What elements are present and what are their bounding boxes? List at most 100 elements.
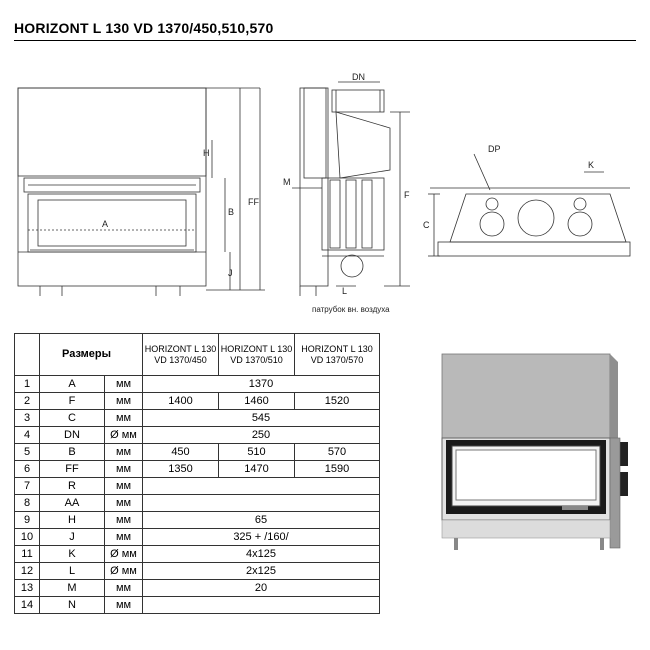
- unit-cell: мм: [104, 443, 143, 461]
- title-underline: [14, 40, 636, 41]
- header-col-510: HORIZONT L 130 VD 1370/510: [218, 333, 295, 376]
- technical-drawings: H B FF A J DN M F L патрубок вн. воздуха: [17, 72, 631, 314]
- row-number-cell: 6: [14, 460, 40, 478]
- header-num: [14, 333, 40, 376]
- unit-cell: мм: [104, 392, 143, 410]
- row-number-cell: 8: [14, 494, 40, 512]
- value-cell-merged: 4x125: [142, 545, 380, 563]
- dimension-symbol-cell: F: [39, 392, 105, 410]
- unit-cell: мм: [104, 477, 143, 495]
- unit-cell: мм: [104, 375, 143, 393]
- row-number-cell: 7: [14, 477, 40, 495]
- value-cell: 1590: [294, 460, 380, 478]
- unit-cell: Ø мм: [104, 562, 143, 580]
- label-h: H: [203, 148, 210, 158]
- value-cell: 1470: [218, 460, 295, 478]
- dimension-symbol-cell: K: [39, 545, 105, 563]
- value-cell-merged: 1370: [142, 375, 380, 393]
- row-number-cell: 1: [14, 375, 40, 393]
- side-view-drawing: [292, 81, 410, 296]
- header-col-570: HORIZONT L 130 VD 1370/570: [294, 333, 380, 376]
- table-header-row: Размеры HORIZONT L 130 VD 1370/450 HORIZ…: [14, 333, 380, 376]
- value-cell-merged: 20: [142, 579, 380, 597]
- dimension-symbol-cell: H: [39, 511, 105, 529]
- unit-cell: мм: [104, 460, 143, 478]
- unit-cell: Ø мм: [104, 545, 143, 563]
- label-b: B: [228, 207, 234, 217]
- value-cell: 1460: [218, 392, 295, 410]
- dimension-symbol-cell: DN: [39, 426, 105, 444]
- dimension-symbol-cell: M: [39, 579, 105, 597]
- label-l: L: [342, 286, 347, 296]
- value-cell: 1350: [142, 460, 219, 478]
- header-col-450: HORIZONT L 130 VD 1370/450: [142, 333, 219, 376]
- dimension-symbol-cell: FF: [39, 460, 105, 478]
- value-cell-merged: 2x125: [142, 562, 380, 580]
- header-label: Размеры: [39, 333, 143, 376]
- unit-cell: мм: [104, 494, 143, 512]
- row-number-cell: 2: [14, 392, 40, 410]
- top-view-drawing: [428, 153, 631, 257]
- row-number-cell: 4: [14, 426, 40, 444]
- dimension-symbol-cell: B: [39, 443, 105, 461]
- dimension-symbol-cell: J: [39, 528, 105, 546]
- dimension-symbol-cell: C: [39, 409, 105, 427]
- row-number-cell: 11: [14, 545, 40, 563]
- label-c: C: [423, 220, 430, 230]
- value-cell: 510: [218, 443, 295, 461]
- value-cell: 1400: [142, 392, 219, 410]
- dimension-symbol-cell: N: [39, 596, 105, 614]
- unit-cell: мм: [104, 596, 143, 614]
- value-cell-merged: 65: [142, 511, 380, 529]
- value-cell-merged: 250: [142, 426, 380, 444]
- row-number-cell: 3: [14, 409, 40, 427]
- label-dp: DP: [488, 144, 501, 154]
- row-number-cell: 10: [14, 528, 40, 546]
- row-number-cell: 9: [14, 511, 40, 529]
- fireplace-product-image: [441, 353, 628, 550]
- value-cell: 570: [294, 443, 380, 461]
- label-f: F: [404, 190, 410, 200]
- label-m: M: [283, 177, 291, 187]
- page-title: HORIZONT L 130 VD 1370/450,510,570: [14, 20, 274, 36]
- dimension-symbol-cell: AA: [39, 494, 105, 512]
- value-cell-merged: 325 + /160/: [142, 528, 380, 546]
- dimension-symbol-cell: A: [39, 375, 105, 393]
- dimension-symbol-cell: L: [39, 562, 105, 580]
- dimensions-table: Размеры HORIZONT L 130 VD 1370/450 HORIZ…: [14, 333, 380, 614]
- value-cell: 450: [142, 443, 219, 461]
- value-cell-merged: 545: [142, 409, 380, 427]
- front-view-drawing: [17, 87, 265, 296]
- row-number-cell: 5: [14, 443, 40, 461]
- value-cell: 1520: [294, 392, 380, 410]
- label-dn: DN: [352, 72, 365, 82]
- value-cell-merged: [142, 494, 380, 512]
- label-j: J: [228, 268, 233, 278]
- dimension-symbol-cell: R: [39, 477, 105, 495]
- value-cell-merged: [142, 596, 380, 614]
- row-number-cell: 13: [14, 579, 40, 597]
- unit-cell: мм: [104, 511, 143, 529]
- unit-cell: Ø мм: [104, 426, 143, 444]
- value-cell-merged: [142, 477, 380, 495]
- label-ff: FF: [248, 197, 259, 207]
- air-inlet-caption: патрубок вн. воздуха: [312, 305, 390, 314]
- row-number-cell: 12: [14, 562, 40, 580]
- row-number-cell: 14: [14, 596, 40, 614]
- label-k: K: [588, 160, 594, 170]
